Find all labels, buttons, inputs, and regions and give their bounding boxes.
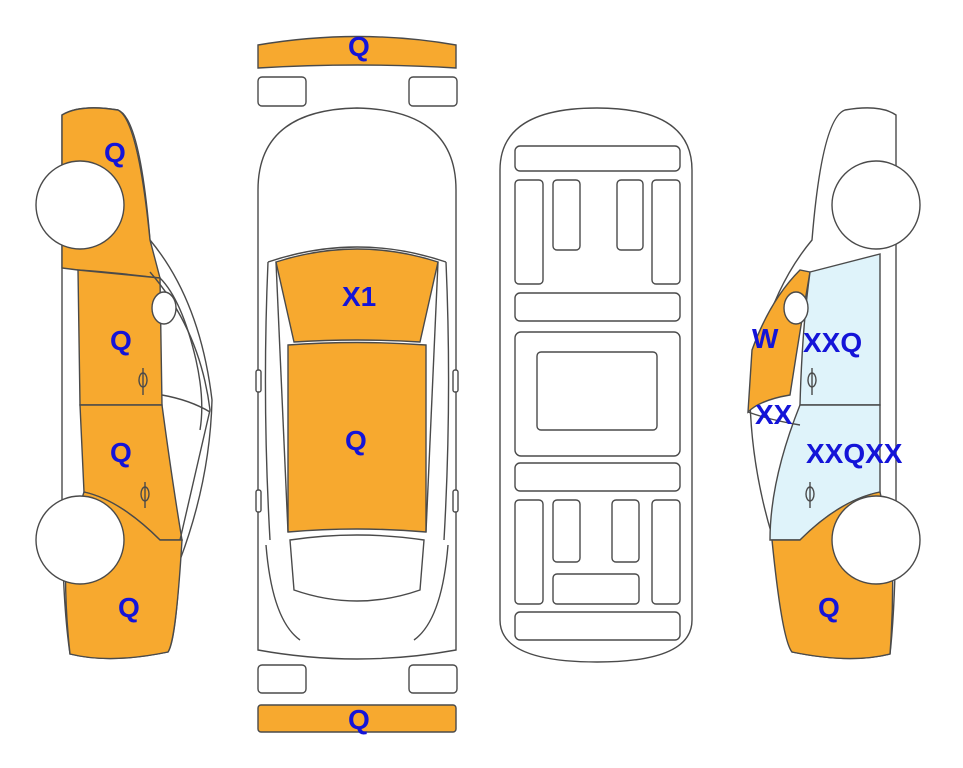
label-right-mirror: XX (755, 399, 793, 430)
headlight-right (408, 76, 458, 107)
label-front-bumper: Q (348, 31, 370, 62)
label-right-rear-door: XXQXX (806, 438, 903, 469)
label-left-rear-door: Q (110, 437, 132, 468)
label-roof-main: Q (345, 425, 367, 456)
label-right-front-pillar: W (752, 323, 779, 354)
left-side-view (35, 107, 213, 660)
label-roof-front: X1 (342, 281, 376, 312)
right-rear-wheel (831, 495, 921, 585)
left-front-wheel (35, 160, 125, 250)
label-left-rear-quarter: Q (118, 592, 140, 623)
taillight-left (257, 664, 307, 694)
label-left-fender: Q (104, 137, 126, 168)
taillight-right (408, 664, 458, 694)
front-bumper[interactable] (257, 35, 457, 69)
label-rear-bumper: Q (348, 704, 370, 735)
label-right-front-door: XXQ (803, 327, 862, 358)
headlight-left (257, 76, 307, 107)
underbody-view (499, 107, 693, 663)
label-right-rear-quarter: Q (818, 592, 840, 623)
right-side-view (747, 107, 921, 660)
label-left-front-door: Q (110, 325, 132, 356)
left-rear-wheel (35, 495, 125, 585)
top-view (255, 35, 459, 733)
right-front-wheel (831, 160, 921, 250)
roof-front-panel[interactable] (275, 248, 439, 343)
rear-bumper[interactable] (257, 704, 457, 733)
